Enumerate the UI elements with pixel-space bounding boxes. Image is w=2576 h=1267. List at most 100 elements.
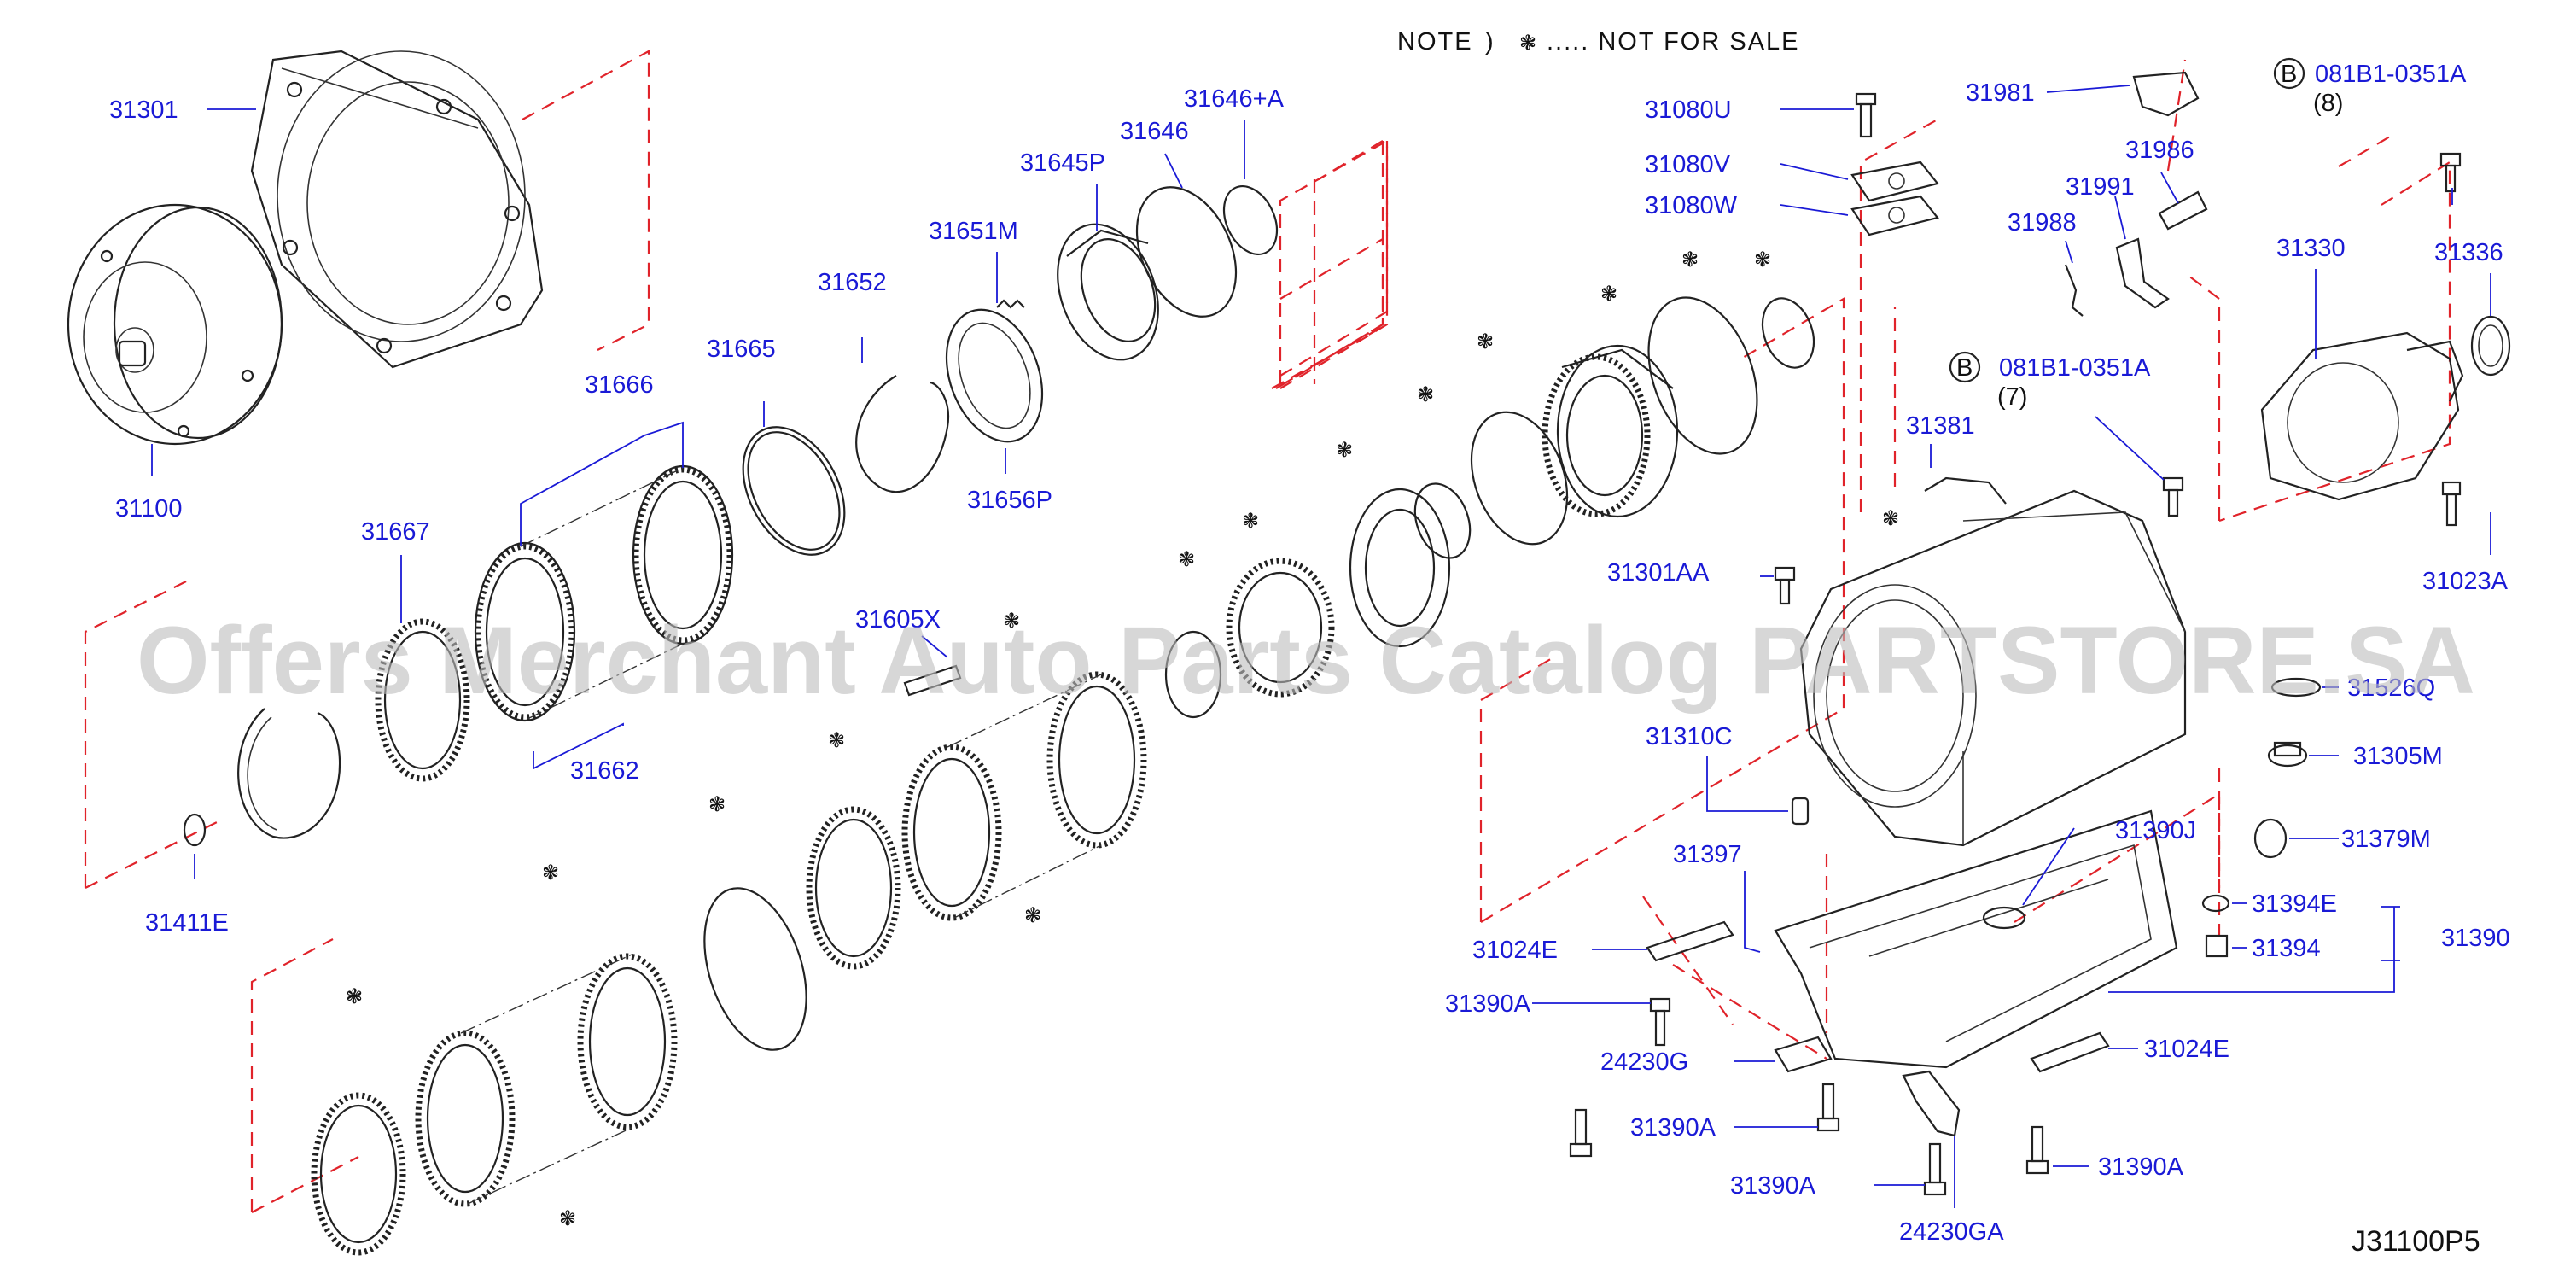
bolt-31390A-1[interactable]: [1649, 997, 1671, 1047]
part-label-31390A-4[interactable]: 31390A: [2098, 1153, 2184, 1181]
piston-31645P[interactable]: [1040, 210, 1175, 374]
part-label-31381[interactable]: 31381: [1906, 412, 1975, 440]
bolt-ref-code[interactable]: 081B1-0351A: [1999, 354, 2151, 382]
part-label-31646[interactable]: 31646: [1120, 118, 1189, 145]
part-label-31656P[interactable]: 31656P: [967, 487, 1052, 514]
drain-plug-31394[interactable]: [2205, 934, 2229, 958]
gasket-31080V[interactable]: [1850, 161, 1939, 202]
part-label-31651M[interactable]: 31651M: [929, 218, 1018, 245]
seal-31336[interactable]: [2470, 315, 2511, 377]
bolt-31390A-5[interactable]: [2025, 1125, 2049, 1175]
part-label-31080W[interactable]: 31080W: [1645, 192, 1738, 219]
part-label-31667[interactable]: 31667: [361, 518, 430, 546]
part-label-31397[interactable]: 31397: [1673, 841, 1742, 868]
gasket-31080W[interactable]: [1850, 195, 1939, 236]
part-label-31336[interactable]: 31336: [2434, 239, 2503, 266]
magnet-31390J[interactable]: [1982, 906, 2026, 930]
snap-ring-31652[interactable]: [855, 375, 950, 493]
part-label-31988[interactable]: 31988: [2008, 209, 2077, 236]
part-label-24230G[interactable]: 24230G: [1600, 1048, 1688, 1076]
part-label-31991[interactable]: 31991: [2066, 173, 2135, 201]
torque-converter-31100[interactable]: [67, 203, 283, 446]
bolt-31390A-3[interactable]: [1816, 1083, 1840, 1132]
bolt-ref-code[interactable]: 081B1-0351A: [2315, 61, 2467, 88]
leader-lines: [151, 85, 2491, 1208]
converter-housing-31301[interactable]: [250, 50, 544, 369]
bracket-31024E-right[interactable]: [2030, 1031, 2110, 1073]
part-label-31605X[interactable]: 31605X: [855, 606, 941, 634]
part-label-31330[interactable]: 31330: [2276, 235, 2346, 262]
pin-31310C[interactable]: [1791, 797, 1810, 826]
plate-31667[interactable]: [375, 618, 470, 782]
part-label-31390[interactable]: 31390: [2441, 925, 2510, 952]
part-label-31646A[interactable]: 31646+A: [1184, 85, 1285, 113]
washer-31394E[interactable]: [2201, 894, 2230, 913]
seal-ring-31646[interactable]: [1117, 172, 1256, 333]
plug-31305M[interactable]: [2267, 741, 2308, 768]
snap-ring-31665[interactable]: [723, 410, 865, 572]
part-label-31305M[interactable]: 31305M: [2353, 743, 2443, 770]
oil-pan-31390[interactable]: [1774, 809, 2178, 1069]
bolt-ref-upper[interactable]: B 081B1-0351A (8): [2273, 57, 2467, 117]
plug-31379M[interactable]: [2253, 818, 2288, 859]
seal-31526Q[interactable]: [2270, 677, 2322, 698]
part-label-31526Q[interactable]: 31526Q: [2347, 674, 2435, 702]
o-ring-31411E[interactable]: [183, 813, 207, 847]
part-label-31390A-2[interactable]: 31390A: [1630, 1114, 1716, 1141]
part-31981[interactable]: [2132, 71, 2200, 117]
part-label-31301AA[interactable]: 31301AA: [1607, 559, 1710, 587]
bracket-24230G[interactable]: [1774, 1036, 1833, 1073]
not-for-sale-markers: ❃ ❃ ❃ ❃ ❃ ❃ ❃ ❃ ❃ ❃ ❃ ❃ ❃ ❃ ❃ ❃: [346, 248, 1899, 1230]
clutch-pack-lower[interactable]: [311, 875, 825, 1256]
part-label-31390A-3[interactable]: 31390A: [1730, 1172, 1816, 1200]
bolt-31080U[interactable]: [1855, 92, 1877, 138]
part-label-31645P[interactable]: 31645P: [1020, 149, 1105, 177]
part-label-31301[interactable]: 31301: [109, 96, 178, 124]
extension-housing-31330[interactable]: [2260, 331, 2464, 501]
svg-text:❃: ❃: [1417, 382, 1434, 406]
snap-ring-31605X[interactable]: [237, 708, 341, 839]
clutch-pack-31605X[interactable]: [806, 664, 1147, 970]
part-label-31986[interactable]: 31986: [2125, 137, 2194, 164]
bolt-ref-case[interactable]: B 081B1-0351A (7): [1949, 351, 2151, 411]
bolt-081B1-0351A-case[interactable]: [2162, 476, 2184, 517]
bracket-24230GA[interactable]: [1902, 1070, 1961, 1137]
seal-rings-center[interactable]: [1405, 283, 1822, 566]
part-label-31411E[interactable]: 31411E: [145, 909, 229, 937]
pin-31986[interactable]: [2158, 190, 2208, 231]
oil-pump-drum[interactable]: [1542, 344, 1679, 518]
bolt-081B1-0351A-upper[interactable]: [2439, 152, 2462, 193]
spring-31988[interactable]: [2064, 264, 2084, 317]
part-label-31080U[interactable]: 31080U: [1645, 96, 1732, 124]
part-label-31310C[interactable]: 31310C: [1646, 723, 1733, 750]
part-label-31666[interactable]: 31666: [585, 371, 654, 399]
part-label-31024E-right[interactable]: 31024E: [2144, 1036, 2229, 1063]
bolt-31390A-4[interactable]: [1923, 1142, 1947, 1196]
clutch-pack-31666[interactable]: [474, 464, 734, 722]
part-label-31023A[interactable]: 31023A: [2422, 568, 2509, 595]
planetary-gear-set[interactable]: [1164, 488, 1451, 719]
part-label-31390J[interactable]: 31390J: [2115, 817, 2196, 844]
part-label-31080V[interactable]: 31080V: [1645, 151, 1731, 178]
note-prefix: NOTE: [1397, 28, 1473, 55]
seal-ring-31646A[interactable]: [1214, 178, 1287, 263]
bolt-31301AA[interactable]: [1774, 566, 1796, 605]
spring-retainer-31656P[interactable]: [930, 296, 1059, 455]
bolt-31023A[interactable]: [2441, 481, 2462, 527]
part-label-31394[interactable]: 31394: [2252, 935, 2321, 962]
bracket-31024E-left[interactable]: [1646, 920, 1734, 962]
tube-31381[interactable]: [1924, 476, 2007, 505]
lever-31991[interactable]: [2115, 237, 2170, 309]
part-label-31665[interactable]: 31665: [707, 336, 776, 363]
part-label-31379M[interactable]: 31379M: [2341, 826, 2431, 853]
part-label-24230GA[interactable]: 24230GA: [1899, 1218, 2004, 1246]
part-label-31652[interactable]: 31652: [818, 269, 887, 296]
transmission-case-31301AA[interactable]: [1799, 489, 2187, 847]
part-label-31390A-1[interactable]: 31390A: [1445, 990, 1531, 1018]
bolt-31390A-2[interactable]: [1569, 1108, 1593, 1158]
part-label-31024E-left[interactable]: 31024E: [1472, 937, 1558, 964]
part-label-31981[interactable]: 31981: [1966, 79, 2035, 107]
part-label-31662[interactable]: 31662: [570, 757, 639, 785]
part-label-31394E[interactable]: 31394E: [2252, 890, 2337, 918]
part-label-31100[interactable]: 31100: [115, 495, 183, 523]
